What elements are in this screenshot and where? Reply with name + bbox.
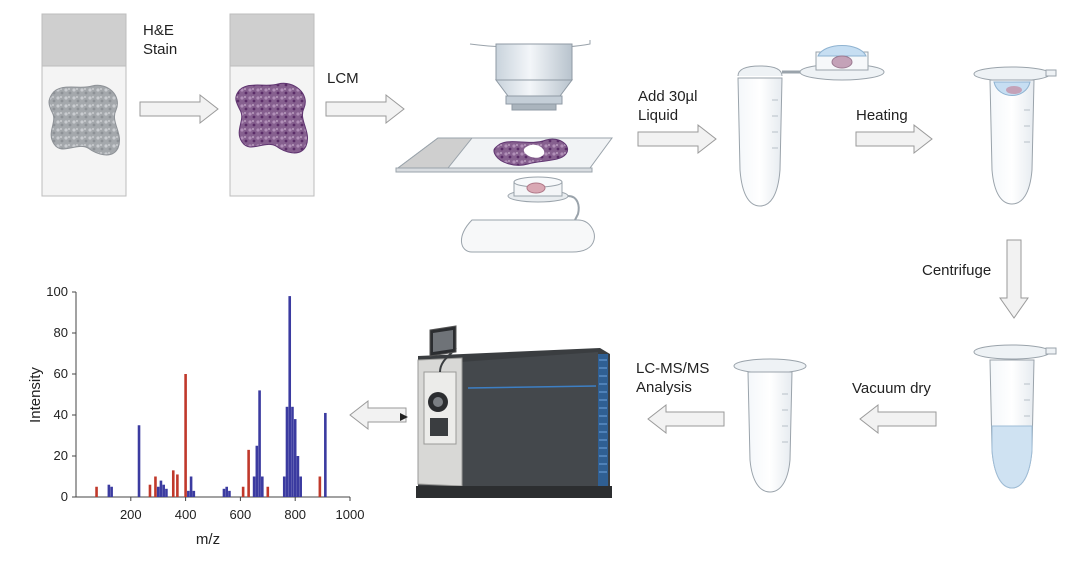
x-tick-label: 800 [284,507,306,522]
spectrum-peak-blue [222,488,226,497]
arrow-vacuum-dry [859,403,937,435]
spectrum-peak-blue [110,486,113,497]
spectrum-peak-blue [299,476,302,497]
label-vacuum-dry: Vacuum dry [852,380,931,397]
spectrum-peak-blue [165,488,168,497]
spectrum-peak-red [154,476,157,497]
spectrum-peak-blue [291,406,294,497]
x-tick-label: 200 [120,507,142,522]
spectrum-peak-blue [162,484,165,497]
label-he-stain: H&E Stain [143,22,178,58]
tissue-section [48,84,120,156]
x-tick-label: 1000 [336,507,365,522]
arrow-to-spectrum [349,399,407,431]
spectrum-peak-blue [255,445,259,497]
spectrum-peak-red [95,486,98,497]
y-axis-label: Intensity [27,367,44,423]
spectrum-peak-red [318,476,322,497]
tube-heating [973,66,1057,205]
slide-unstained [41,13,127,197]
spectrum-peak-red [247,449,250,497]
lcms-instrument [400,325,612,498]
y-tick-label: 60 [54,366,68,381]
spectrum-peak-blue [159,480,163,497]
arrow-lcms [647,403,725,435]
y-tick-label: 20 [54,448,68,463]
spectrum-peak-blue [288,296,292,497]
spectrum-peak-red [184,374,187,497]
label-centrifuge: Centrifuge [922,262,992,279]
arrow-heating [855,123,933,155]
slide-stained [229,13,315,197]
label-lcm: LCM [327,70,359,87]
x-tick-label: 600 [230,507,252,522]
spectrum-peak-red [148,484,152,497]
spectrum-peak-blue [282,476,286,497]
spectrum-peak-red [176,474,179,497]
tube-dried [733,358,807,493]
spectrum-peak-blue [252,476,256,497]
arrow-add-liquid [637,123,717,155]
spectrum-peak-blue [137,425,141,497]
spectrum-peak-red [266,486,270,497]
spectrum-peak-blue [261,476,264,497]
tube-centrifuged [973,344,1057,489]
spectrum-peak-blue [225,486,228,497]
spectrum-peak-blue [156,486,160,497]
arrow-centrifuge [999,239,1029,319]
spectrum-peak-blue [296,456,300,497]
x-tick-label: 400 [175,507,197,522]
spectrum-peak-blue [189,476,193,497]
label-heating: Heating [856,107,908,124]
spectrum-peak-blue [293,419,297,497]
lcm-microscope [395,40,613,253]
arrow-he [139,93,219,125]
spectrum-peak-blue [324,412,327,497]
label-lcms: LC-MS/MS Analysis [636,360,710,396]
y-tick-label: 40 [54,407,68,422]
y-tick-label: 0 [61,489,68,504]
y-tick-label: 80 [54,325,68,340]
spectrum-peak-red [171,470,175,497]
x-axis-label: m/z [196,531,220,548]
y-tick-label: 100 [46,284,68,299]
mass-spectrum-chart: 0 20 40 60 80 100 200 400 600 800 1000 m/z Intensi… [27,284,364,548]
spectrum-peak-blue [285,406,289,497]
label-add-liquid: Add 30µl Liquid [638,88,698,124]
spectrum-peak-blue [107,484,111,497]
spectrum-peak-blue [192,490,196,497]
arrow-lcm [325,93,405,125]
spectrum-peak-blue [187,490,190,497]
spectrum-peak-red [241,486,245,497]
tube-with-cap [737,45,885,207]
spectrum-peak-blue [258,390,261,497]
stained-tissue-section [235,82,308,154]
spectrum-peak-blue [228,490,231,497]
